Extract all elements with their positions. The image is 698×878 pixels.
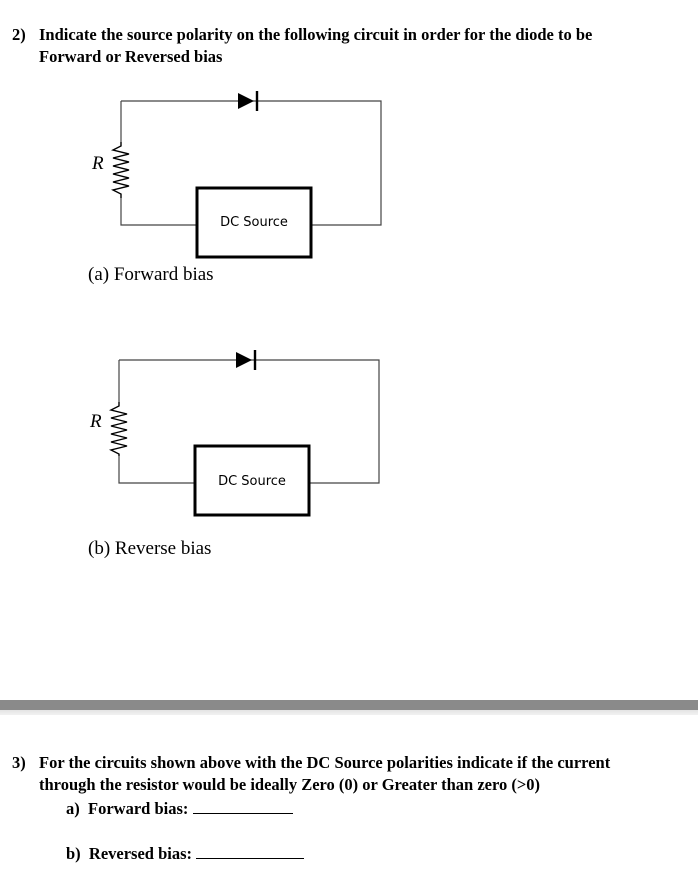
resistor-icon bbox=[108, 402, 128, 456]
circuit-b: R DC Source bbox=[89, 350, 380, 517]
question-3-number: 3) bbox=[12, 753, 26, 772]
resistor-label: R bbox=[91, 153, 104, 174]
caption-forward-bias: (a) Forward bias bbox=[88, 264, 214, 285]
answer-b-text: Reversed bias: bbox=[88, 844, 193, 863]
dc-source-box bbox=[195, 186, 313, 259]
dc-source-label: DC Source bbox=[220, 215, 288, 230]
question-2-line-1: Indicate the source polarity on the foll… bbox=[39, 25, 593, 44]
answer-b-blank[interactable] bbox=[196, 843, 305, 859]
answer-a-blank[interactable] bbox=[192, 798, 293, 814]
resistor-icon bbox=[110, 142, 130, 198]
circuit-a: R DC Source bbox=[91, 91, 382, 259]
caption-reverse-bias: (b) Reverse bias bbox=[88, 538, 212, 559]
answer-forward-bias: a) Forward bias: bbox=[66, 798, 293, 820]
question-2-number: 2) bbox=[12, 25, 26, 44]
question-3-line-1: For the circuits shown above with the DC… bbox=[39, 753, 611, 772]
answer-reversed-bias: b) Reversed bias: bbox=[66, 843, 305, 865]
answer-a-text: Forward bias: bbox=[88, 799, 189, 818]
question-2-line-2: Forward or Reversed bias bbox=[39, 47, 223, 66]
answer-a-label: a) bbox=[66, 799, 80, 818]
diode-icon bbox=[236, 350, 257, 370]
diode-icon bbox=[238, 91, 259, 111]
section-divider bbox=[0, 700, 698, 715]
answer-b-label: b) bbox=[66, 844, 81, 863]
resistor-label: R bbox=[89, 411, 102, 432]
dc-source-box bbox=[193, 444, 311, 517]
question-3-line-2: through the resistor would be ideally Ze… bbox=[39, 775, 541, 794]
dc-source-label: DC Source bbox=[218, 474, 286, 489]
